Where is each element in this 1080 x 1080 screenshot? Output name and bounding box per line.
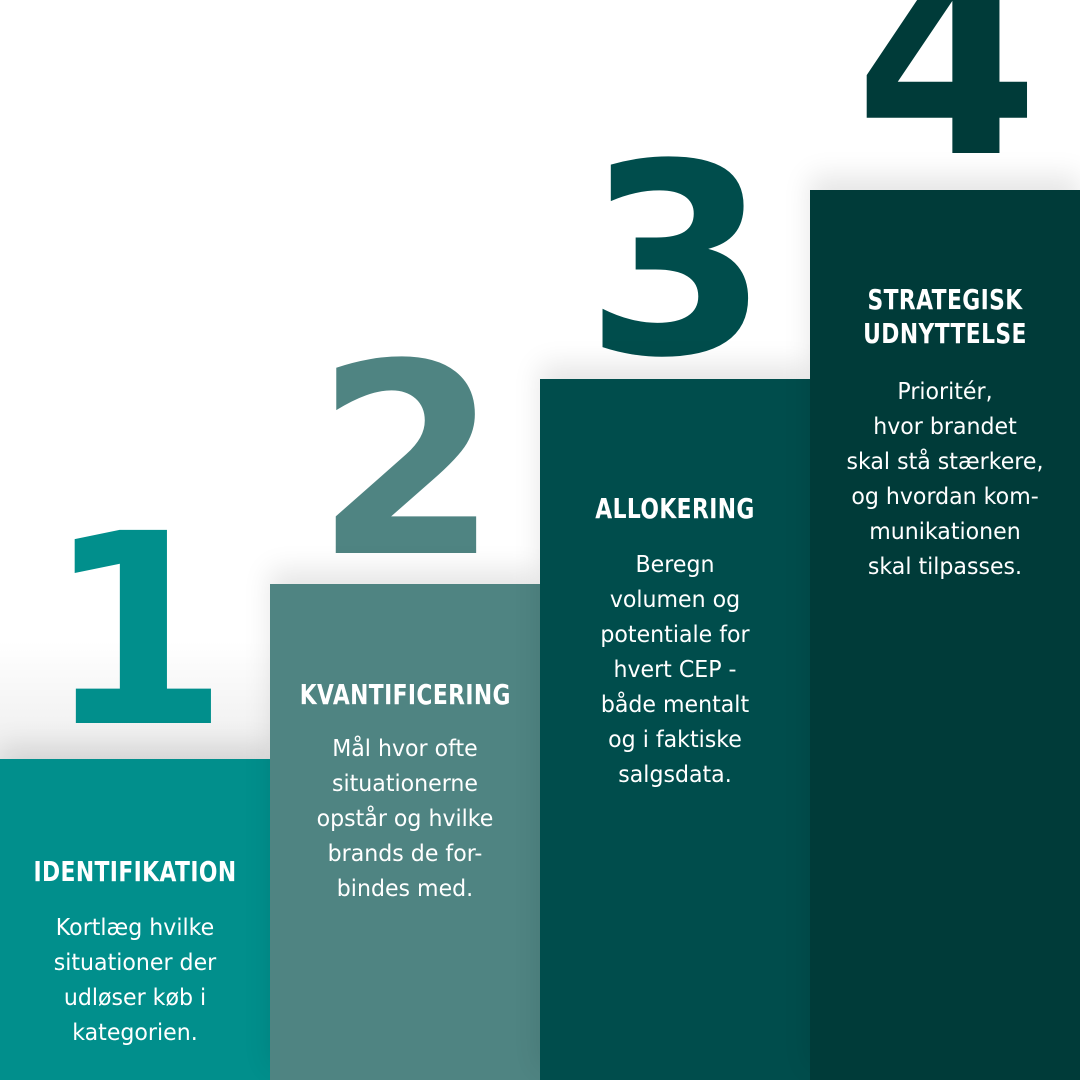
step-3-description: Beregn volumen og potentiale for hvert C… — [600, 552, 750, 788]
step-2-block: KVANTIFICERING Mål hvor ofte situationer… — [270, 584, 540, 1080]
step-3-block: ALLOKERING Beregn volumen og potentiale … — [540, 379, 810, 1080]
step-4-number: 4 — [854, 0, 1039, 216]
step-4-block: STRATEGISK UDNYTTELSE Prioritér, hvor br… — [810, 190, 1080, 1080]
step-3-number: 3 — [584, 108, 769, 416]
step-3-title: ALLOKERING — [595, 492, 755, 525]
step-1-description: Kortlæg hvilke situationer der udløser k… — [53, 915, 217, 1046]
step-2-number: 2 — [314, 308, 499, 616]
step-2-description: Mål hvor ofte situationerne opstår og hv… — [316, 736, 494, 902]
step-1-number: 1 — [44, 478, 229, 786]
step-1-block: IDENTIFIKATION Kortlæg hvilke situatione… — [0, 759, 270, 1080]
step-4-title: STRATEGISK UDNYTTELSE — [863, 283, 1027, 350]
step-2-title: KVANTIFICERING — [299, 678, 511, 711]
step-4-description: Prioritér, hvor brandet skal stå stærker… — [846, 379, 1044, 580]
step-1-title: IDENTIFIKATION — [33, 855, 237, 888]
